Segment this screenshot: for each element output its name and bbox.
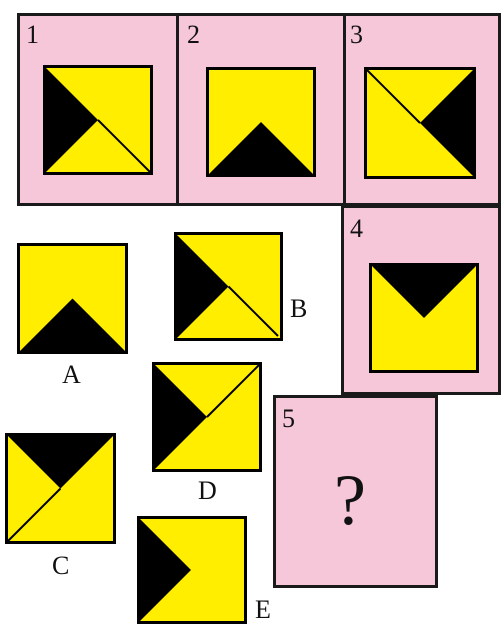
cell-number-5: 5 <box>282 406 295 432</box>
grid-cell-2: 2 <box>176 13 346 206</box>
option-d-label: D <box>198 478 217 504</box>
grid-cell-5[interactable]: 5 ? <box>273 395 438 588</box>
cell-number-2: 2 <box>187 22 200 48</box>
option-b-label: B <box>290 296 307 322</box>
cell-number-3: 3 <box>350 22 363 48</box>
grid-cell-4: 4 <box>341 205 501 395</box>
question-mark: ? <box>334 464 366 536</box>
cell-number-1: 1 <box>26 22 39 48</box>
option-b-figure[interactable] <box>174 232 283 341</box>
grid-cell-3: 3 <box>343 13 501 206</box>
option-e-figure[interactable] <box>137 516 247 624</box>
grid-cell-1: 1 <box>17 13 179 206</box>
cell-3-figure <box>364 67 476 179</box>
cell-number-4: 4 <box>350 216 363 242</box>
cell-1-figure <box>43 65 153 175</box>
option-a-label: A <box>62 362 81 388</box>
option-a-figure[interactable] <box>17 243 128 354</box>
cell-2-figure <box>206 67 316 177</box>
option-c-label: C <box>52 553 69 579</box>
cell-4-figure <box>369 263 479 373</box>
option-c-figure[interactable] <box>5 433 116 544</box>
option-d-figure[interactable] <box>152 362 262 472</box>
option-e-label: E <box>255 597 271 623</box>
